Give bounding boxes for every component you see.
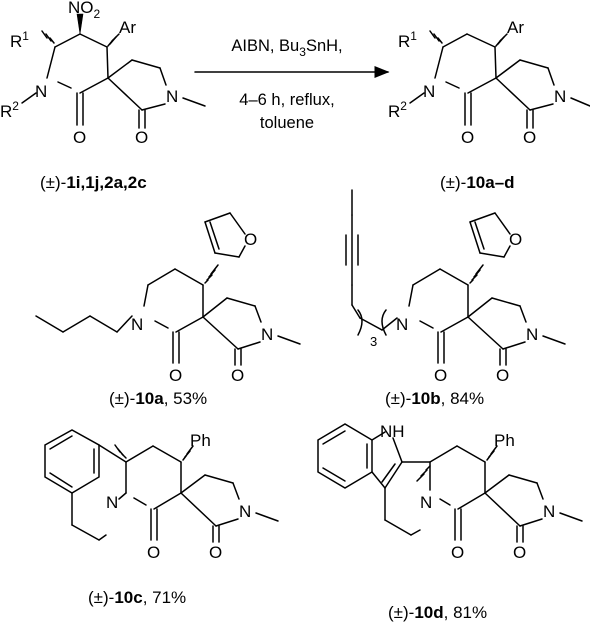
compound-10a-yield: , 53% — [164, 389, 207, 408]
compound-10d-phenyl-label: Ph — [494, 431, 515, 450]
r1-label: R1 — [10, 29, 29, 51]
product-r1-label: R1 — [398, 29, 417, 51]
conditions-time-text: 4–6 h, reflux, — [239, 91, 334, 109]
compound-10a-furan-oxygen: O — [244, 230, 257, 249]
product-amide-nitrogen: N — [423, 82, 435, 101]
product-label: (±)-10a–d — [440, 173, 515, 192]
product-amide-oxygen: O — [461, 128, 474, 147]
compound-10d-indole-nh: NH — [380, 422, 405, 441]
compound-10a-amide-oxygen: O — [169, 366, 182, 385]
reactant-label-prefix: (±)- — [40, 173, 66, 192]
reactant-structure — [21, 13, 206, 129]
compound-10b-lactam-oxygen: O — [496, 366, 509, 385]
compound-10a-label: (±)-10a, 53% — [109, 389, 207, 408]
nitro-label: NO2 — [68, 0, 101, 21]
compound-10b-chain-repeat: 3 — [370, 334, 377, 349]
compound-10b-furan-oxygen: O — [509, 230, 522, 249]
amide-oxygen: O — [73, 128, 86, 147]
compound-10c-structure — [44, 429, 279, 543]
product-lactam-nitrogen: N — [554, 87, 566, 106]
compound-10c-label: (±)-10c, 71% — [88, 588, 186, 607]
compound-10d-yield: , 81% — [444, 603, 487, 622]
compound-10b-amide-oxygen: O — [434, 366, 447, 385]
lactam-nitrogen: N — [166, 87, 178, 106]
amide-nitrogen: N — [35, 82, 47, 101]
compound-10d-id: 10d — [414, 603, 443, 622]
compound-10d-structure — [317, 423, 583, 543]
product-aryl-label: Ar — [507, 18, 524, 37]
compound-10c-lactam-nitrogen: N — [239, 502, 251, 521]
compound-10a-structure — [35, 212, 301, 366]
compound-10b-amide-nitrogen: N — [396, 315, 408, 334]
compound-10b-structure — [345, 189, 566, 366]
compound-10d-prefix: (±)- — [388, 603, 414, 622]
reagents-text: AIBN, Bu3SnH, — [231, 37, 342, 59]
compound-10a-amide-nitrogen: N — [131, 315, 143, 334]
reactant-label-compounds: 1i,1j,2a,2c — [66, 173, 146, 192]
compound-10b-label: (±)-10b, 84% — [385, 389, 484, 408]
compound-10c-phenyl-label: Ph — [190, 431, 211, 450]
compound-10b-id: 10b — [411, 389, 440, 408]
compound-10d-amide-nitrogen: N — [420, 493, 432, 512]
product-structure — [409, 30, 590, 129]
compound-10c-yield: , 71% — [143, 588, 186, 607]
compound-10d-label: (±)-10d, 81% — [388, 603, 487, 622]
compound-10c-prefix: (±)- — [88, 588, 114, 607]
product-label-compounds: 10a–d — [466, 173, 514, 192]
aryl-label: Ar — [119, 18, 136, 37]
compound-10d-amide-oxygen: O — [451, 543, 464, 562]
r2-label: R2 — [0, 99, 19, 121]
compound-10b-yield: , 84% — [441, 389, 484, 408]
compound-10d-lactam-nitrogen: N — [543, 502, 555, 521]
compound-10c-id: 10c — [114, 588, 142, 607]
compound-10c-amide-oxygen: O — [147, 543, 160, 562]
compound-10c-lactam-oxygen: O — [209, 543, 222, 562]
nitro-group: NO2 — [68, 0, 101, 21]
solvent-text: toluene — [260, 114, 314, 132]
compound-10b-lactam-nitrogen: N — [526, 325, 538, 344]
product-lactam-oxygen: O — [523, 128, 536, 147]
compound-10b-prefix: (±)- — [385, 389, 411, 408]
compound-10a-prefix: (±)- — [109, 389, 135, 408]
compound-10a-lactam-oxygen: O — [231, 366, 244, 385]
product-label-prefix: (±)- — [440, 173, 466, 192]
compound-10a-lactam-nitrogen: N — [261, 325, 273, 344]
lactam-oxygen: O — [135, 128, 148, 147]
product-r2-label: R2 — [388, 99, 407, 121]
reactant-label: (±)-1i,1j,2a,2c — [40, 173, 147, 192]
compound-10a-id: 10a — [135, 389, 164, 408]
compound-10c-amide-nitrogen: N — [106, 493, 118, 512]
compound-10d-lactam-oxygen: O — [513, 543, 526, 562]
